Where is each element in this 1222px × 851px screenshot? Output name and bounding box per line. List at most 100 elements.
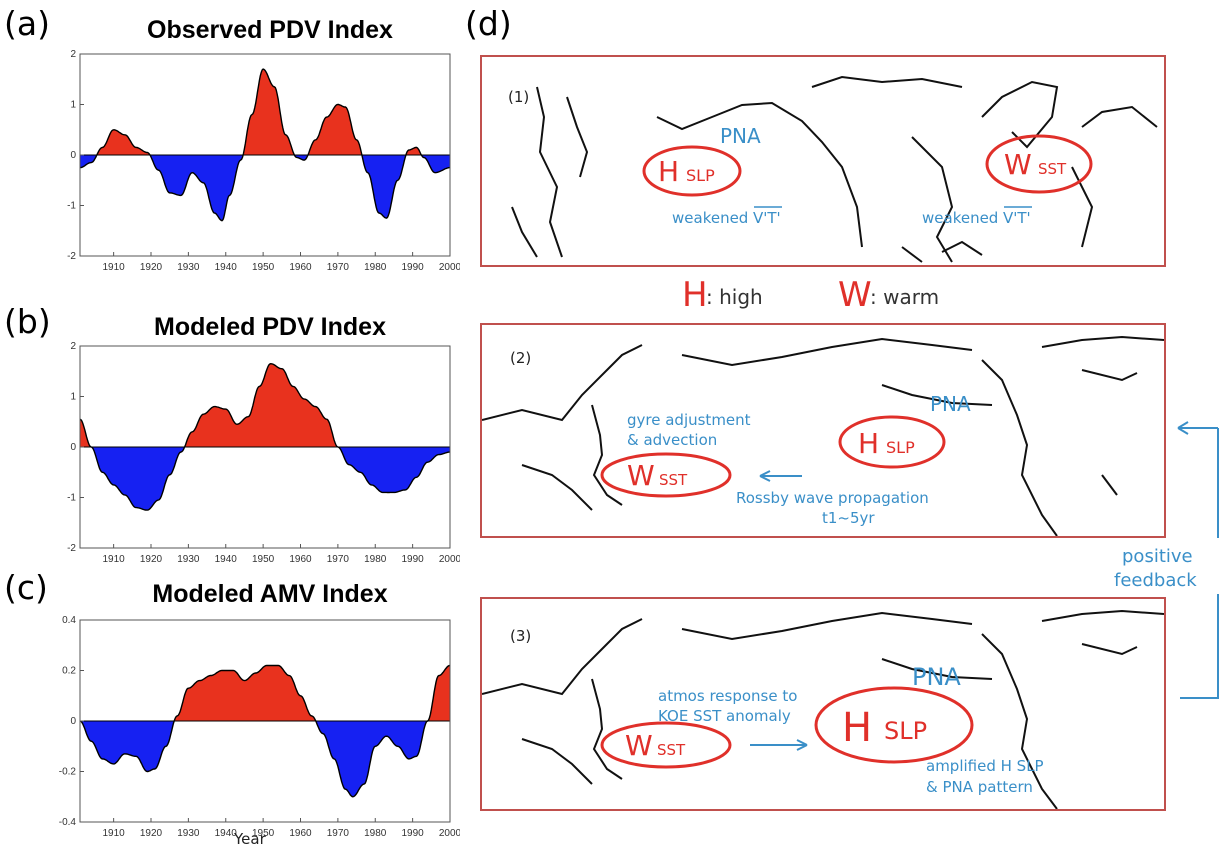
y-tick-label: -1	[67, 493, 76, 504]
map3-sst-label: SST	[657, 741, 686, 759]
map3-amplified-line2: & PNA pattern	[926, 778, 1033, 796]
map3-h-letter: H	[842, 705, 872, 751]
x-tick-label: 1970	[327, 828, 350, 839]
series-line	[79, 664, 451, 798]
feedback-label-line1: positive	[1122, 546, 1193, 567]
positive-area	[80, 69, 450, 155]
x-tick-label: 1970	[327, 262, 350, 273]
feedback-arrow-head	[1177, 421, 1189, 435]
map1-weakened-right: weakened	[922, 209, 998, 227]
x-tick-label: 1980	[364, 828, 387, 839]
map1-warm-ellipse	[985, 134, 1093, 194]
map3-warm-ellipse	[600, 721, 732, 769]
x-tick-label: 2000	[439, 828, 460, 839]
map3-high-ellipse	[814, 686, 974, 764]
x-tick-label: 1960	[289, 554, 312, 565]
map1-sst-label: SST	[1038, 160, 1067, 178]
y-tick-label: 1	[70, 100, 76, 111]
x-tick-label: 1930	[177, 262, 200, 273]
legend: H : high W : warm	[682, 275, 939, 314]
coastline-map1	[511, 75, 1158, 263]
map1-vt-left: V'T'	[753, 209, 781, 227]
x-tick-label: 2000	[439, 554, 460, 565]
x-tick-label: 1970	[327, 554, 350, 565]
map-panel-3: (3) PNA atmos response to KOE SST anomal…	[480, 597, 1166, 811]
y-tick-label: 1	[70, 392, 76, 403]
map1-w-letter: W	[1004, 148, 1032, 181]
panel-c-letter: (c)	[4, 568, 48, 607]
y-tick-label: -2	[67, 251, 76, 262]
map1-h-letter: H	[658, 155, 679, 188]
map3-arrow-head	[796, 739, 808, 751]
map3-number: (3)	[510, 627, 531, 645]
x-tick-label: 1920	[140, 554, 163, 565]
panel-c-title: Modeled AMV Index	[152, 580, 388, 608]
legend-w-letter: W	[838, 275, 872, 314]
legend-warm-text: : warm	[870, 285, 939, 309]
map1-pna-label: PNA	[720, 124, 761, 148]
x-tick-label: 1960	[289, 262, 312, 273]
map2-high-ellipse	[838, 415, 946, 469]
x-tick-label: 1950	[252, 554, 275, 565]
x-tick-label: 1980	[364, 262, 387, 273]
map1-high-ellipse	[642, 145, 742, 197]
x-tick-label: 1920	[140, 828, 163, 839]
panel-b-title: Modeled PDV Index	[154, 313, 386, 341]
panel-a-letter: (a)	[4, 4, 50, 43]
positive-feedback-bracket: positive feedback	[1108, 421, 1220, 699]
map2-gyre-line1: gyre adjustment	[627, 411, 751, 429]
positive-area	[80, 665, 450, 721]
x-tick-label: 1910	[103, 262, 126, 273]
map2-sst-label: SST	[659, 471, 688, 489]
map2-w-letter: W	[627, 459, 655, 492]
map1-number: (1)	[508, 88, 529, 106]
x-tick-label: 1930	[177, 828, 200, 839]
y-tick-label: 0	[70, 150, 76, 161]
panel-a-title: Observed PDV Index	[147, 16, 393, 44]
map3-atmos-line1: atmos response to	[658, 687, 797, 705]
x-tick-label: 1960	[289, 828, 312, 839]
legend-high-text: : high	[706, 285, 763, 309]
map2-rossby-line1: Rossby wave propagation	[736, 489, 929, 507]
x-tick-label: 1930	[177, 554, 200, 565]
x-tick-label: 1940	[215, 262, 238, 273]
negative-area	[80, 447, 450, 511]
map3-svg: (3) PNA atmos response to KOE SST anomal…	[482, 609, 1164, 809]
y-tick-label: -2	[67, 543, 76, 554]
y-tick-label: -0.2	[59, 767, 77, 778]
coastline-map2	[482, 335, 1164, 536]
series-line	[79, 362, 450, 511]
map2-arrow-head	[759, 470, 771, 482]
feedback-label-line2: feedback	[1114, 570, 1197, 591]
map2-svg: (2) PNA gyre adjustment & advection H SL…	[482, 335, 1164, 536]
x-tick-label: 1940	[215, 828, 238, 839]
y-tick-label: 0.4	[62, 615, 76, 626]
y-tick-label: 0	[70, 442, 76, 453]
x-tick-label: 1910	[103, 554, 126, 565]
map2-warm-ellipse	[600, 452, 732, 498]
x-axis-label: Year	[234, 830, 266, 848]
map2-pna-label: PNA	[930, 392, 971, 416]
map3-slp-label: SLP	[884, 717, 927, 745]
map2-gyre-line2: & advection	[627, 431, 717, 449]
x-tick-label: 1950	[252, 262, 275, 273]
x-tick-label: 1950	[252, 828, 275, 839]
panel-d-letter: (d)	[465, 4, 512, 43]
map3-pna-label: PNA	[912, 663, 961, 691]
map2-rossby-line2: t1~5yr	[822, 509, 875, 527]
map1-vt-right: V'T'	[1003, 209, 1031, 227]
map1-weakened-left: weakened	[672, 209, 748, 227]
map2-number: (2)	[510, 349, 531, 367]
map3-w-letter: W	[625, 729, 653, 762]
x-tick-label: 1990	[402, 828, 425, 839]
panel-b-letter: (b)	[4, 302, 51, 341]
positive-area	[80, 363, 450, 447]
x-tick-label: 1990	[402, 262, 425, 273]
x-tick-label: 1920	[140, 262, 163, 273]
y-tick-label: -1	[67, 201, 76, 212]
legend-h-letter: H	[682, 275, 708, 314]
y-tick-label: 0.2	[62, 666, 76, 677]
negative-area	[80, 721, 450, 797]
map-panel-1: (1) PNA H SLP W SST weakened V'T' weaken…	[480, 55, 1166, 267]
